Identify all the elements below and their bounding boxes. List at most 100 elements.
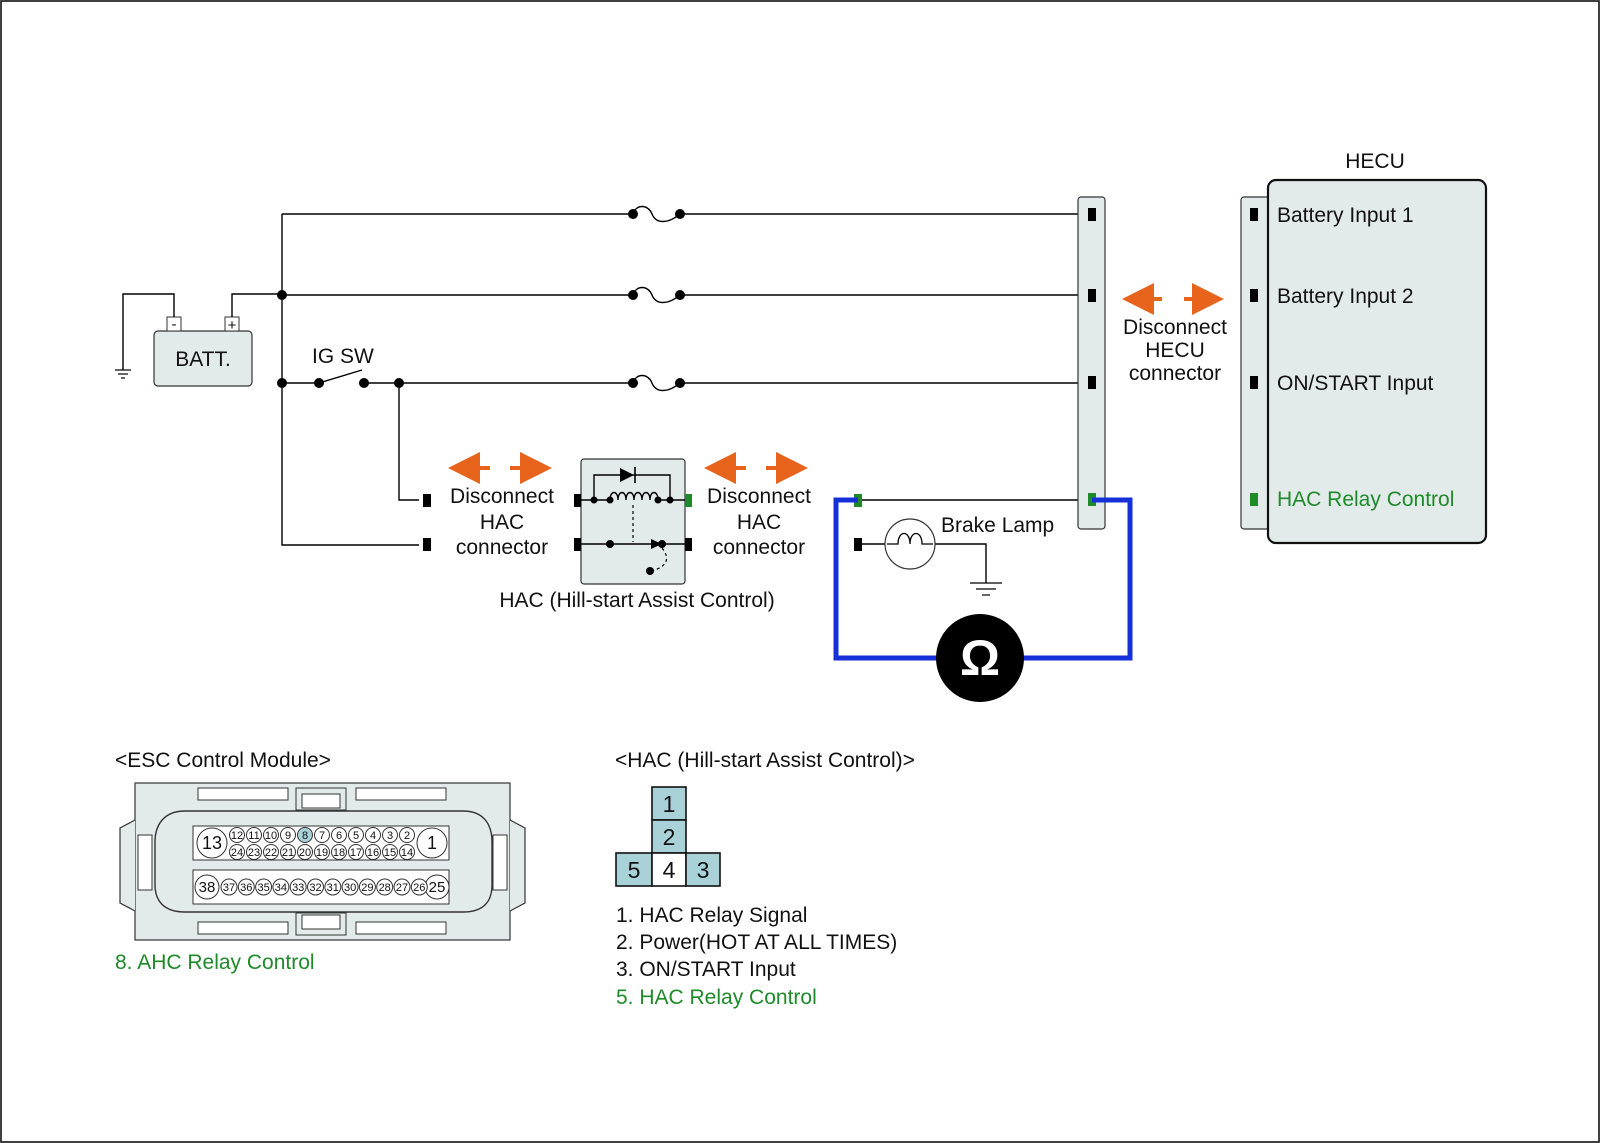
esc-pin-26-label: 26 [413, 882, 425, 894]
esc-pin-7-label: 7 [319, 830, 325, 842]
esc-pin-22-label: 22 [265, 847, 277, 859]
hac-pin-3 [685, 852, 721, 887]
esc-pin-big-left-top-label: 13 [202, 833, 222, 853]
hac-note-3: 3. ON/START Input [616, 958, 796, 981]
hecu-connector-bar [1077, 196, 1106, 530]
esc-pin-4-label: 4 [370, 830, 376, 842]
esc-pin-12 [229, 827, 245, 843]
esc-pin-23-label: 23 [248, 847, 260, 859]
esc-pin-6-label: 6 [336, 830, 342, 842]
disconnect-hecu-line2: HECU [1145, 339, 1205, 362]
hecu-battery-input-1: Battery Input 1 [1277, 204, 1414, 227]
hac-relay-caption: HAC (Hill-start Assist Control) [499, 589, 774, 612]
esc-pin-2 [399, 827, 415, 843]
esc-pin-31 [324, 878, 342, 896]
esc-pin-36-label: 36 [240, 882, 252, 894]
esc-pin-32 [307, 878, 324, 896]
esc-pin-26 [410, 878, 428, 896]
esc-pin-34-label: 34 [275, 882, 287, 894]
esc-pin-10-label: 10 [265, 830, 277, 842]
hecu-hac-relay-control: HAC Relay Control [1277, 488, 1454, 511]
esc-pin-33-label: 33 [292, 882, 304, 894]
esc-pin-15-label: 15 [384, 847, 396, 859]
esc-pin-32-label: 32 [309, 882, 321, 894]
esc-pin-31-label: 31 [327, 882, 339, 894]
hac-connector: 1 2 5 4 3 [615, 786, 721, 887]
hac-pin-4-label: 4 [663, 857, 676, 883]
esc-pin-24-label: 24 [231, 847, 243, 859]
esc-pin-35-label: 35 [257, 882, 269, 894]
disconnect-hac-right-line1: Disconnect [707, 485, 811, 508]
esc-pin-28-label: 28 [379, 882, 391, 894]
esc-pin-9 [280, 827, 296, 843]
hecu-on-start-input: ON/START Input [1277, 372, 1434, 395]
hac-pin-1 [651, 786, 687, 821]
hac-note-5: 5. HAC Relay Control [616, 986, 817, 1009]
esc-pin-8-label: 8 [302, 830, 308, 842]
ohmmeter-test-lead [833, 497, 1133, 661]
battery-label: BATT. [175, 348, 231, 371]
hac-pin-2 [651, 819, 687, 854]
esc-pin-24 [229, 844, 245, 860]
esc-pin-34 [272, 878, 290, 896]
hac-note-1: 1. HAC Relay Signal [616, 904, 807, 927]
hac-pin-2-label: 2 [663, 824, 676, 850]
esc-pin-4 [365, 827, 381, 843]
esc-pin-6 [331, 827, 347, 843]
esc-module-title: <ESC Control Module> [115, 749, 331, 772]
esc-pin-7 [314, 827, 330, 843]
hecu-module: Battery Input 1 Battery Input 2 ON/START… [1240, 178, 1488, 545]
hac-pin-3-label: 3 [697, 857, 710, 883]
esc-pin-27-label: 27 [396, 882, 408, 894]
esc-pin-19 [314, 844, 330, 860]
esc-pin-big-left-bottom [194, 874, 220, 900]
esc-pin-29-label: 29 [361, 882, 373, 894]
esc-pin-30 [341, 878, 359, 896]
esc-pin-18-label: 18 [333, 847, 345, 859]
ig-switch-label: IG SW [312, 345, 374, 368]
disconnect-hac-right-line3: connector [713, 536, 805, 559]
esc-pin-19-label: 19 [316, 847, 328, 859]
disconnect-hac-left-line3: connector [456, 536, 548, 559]
esc-pin-big-right-top [416, 827, 448, 859]
ohmmeter-symbol: Ω [960, 630, 1000, 686]
esc-pin-28 [376, 878, 394, 896]
ohmmeter-icon: Ω [936, 614, 1024, 702]
esc-pin-3 [382, 827, 398, 843]
hecu-battery-input-2: Battery Input 2 [1277, 285, 1414, 308]
disconnect-hac-right-line2: HAC [737, 511, 781, 534]
esc-pin-37-label: 37 [223, 882, 235, 894]
brake-lamp-terminals [854, 494, 862, 551]
esc-pin-17-label: 17 [350, 847, 362, 859]
esc-pin-3-label: 3 [387, 830, 393, 842]
esc-pin-20-label: 20 [299, 847, 311, 859]
esc-pin-22 [263, 844, 279, 860]
battery-plus-label: + [228, 317, 237, 334]
esc-pin-2-label: 2 [404, 830, 410, 842]
esc-pin-35 [255, 878, 273, 896]
hac-pin-1-label: 1 [663, 791, 676, 817]
junction-dots [277, 209, 685, 388]
esc-pin-big-right-bottom-label: 25 [429, 879, 446, 896]
brake-lamp-label: Brake Lamp [941, 514, 1054, 537]
disconnect-hac-left-line1: Disconnect [450, 485, 554, 508]
esc-pin-30-label: 30 [344, 882, 356, 894]
esc-pin-11 [246, 827, 262, 843]
esc-pin-27 [393, 878, 411, 896]
hac-note-2: 2. Power(HOT AT ALL TIMES) [616, 931, 897, 954]
esc-pin-9-label: 9 [285, 830, 291, 842]
brake-lamp-icon [884, 518, 936, 570]
disconnect-hecu-line1: Disconnect [1123, 316, 1227, 339]
power-wiring [231, 205, 1087, 596]
esc-pin-23 [246, 844, 262, 860]
hac-pin-4 [651, 852, 687, 887]
esc-pin-21 [280, 844, 296, 860]
esc-pin-5-label: 5 [353, 830, 359, 842]
esc-pin-21-label: 21 [282, 847, 294, 859]
esc-pin-11-label: 11 [248, 830, 259, 842]
esc-pin-29 [358, 878, 376, 896]
disconnect-hecu-line3: connector [1129, 362, 1221, 385]
